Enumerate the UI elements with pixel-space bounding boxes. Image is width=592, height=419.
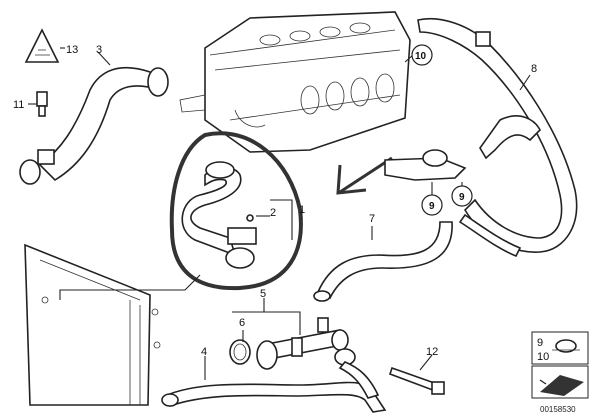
part-2-hose [181,161,257,269]
callout-13: 13 [66,44,78,56]
callout-7: 7 [369,213,375,225]
callout-11: 11 [13,99,24,111]
svg-text:10: 10 [415,51,427,62]
callout-9-circle-left: 9 [421,194,443,216]
part-11-sensor [36,91,48,117]
leader-lines [28,47,531,380]
reference-number: 00158530 [540,405,576,414]
radiator [24,243,161,406]
callout-2: 2 [270,207,276,219]
callout-5: 5 [260,288,266,300]
callout-12: 12 [426,346,438,358]
legend-item-10: 10 [537,351,549,363]
callout-6: 6 [239,317,245,329]
part-4-hose [161,348,387,413]
reference-box [531,365,589,399]
part-3-upper-hose [19,66,169,185]
clamp-icon [555,339,577,353]
engine-cylinder-head [179,11,411,153]
callout-8: 8 [531,63,537,75]
warning-triangle-icon [24,28,60,63]
legend-box: 9 10 [531,331,589,365]
legend-item-9: 9 [537,337,543,349]
part-6-oring [229,339,251,365]
callout-9-circle-right: 9 [451,185,473,207]
highlight-outline [169,131,303,291]
callout-10-circle: 10 [411,44,433,66]
hose-bracket [384,149,467,181]
callout-4: 4 [201,346,207,358]
flat-piece-icon [540,375,584,396]
part-12-cable-tie [388,366,445,395]
callout-3: 3 [96,44,102,56]
pointer-arrow-icon [336,156,393,195]
callout-1: 1 [299,204,305,216]
svg-text:9: 9 [429,201,435,212]
part-8-hose [417,17,578,253]
part-5-pipe [256,317,349,370]
svg-text:9: 9 [459,192,465,203]
part-7-hose [313,221,453,302]
part-9-hose-clip [458,213,522,258]
